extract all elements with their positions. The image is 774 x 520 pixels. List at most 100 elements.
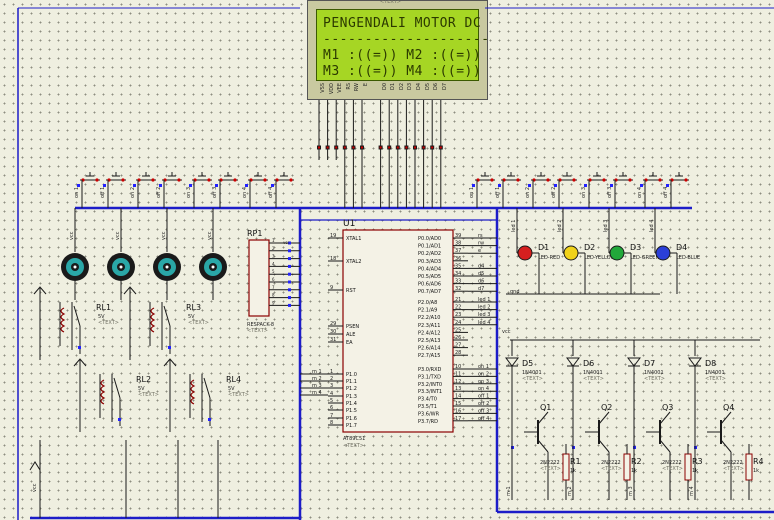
pin-marker [360,145,364,150]
push-button[interactable] [584,172,607,208]
mcu-pin-name: P3.4/T0 [418,397,437,403]
push-button[interactable] [189,172,212,208]
mcu-pin-num: 1 [330,369,333,375]
mcu-pin-name: P0.5/AD5 [418,274,441,280]
left-vcc-label: vcc [32,483,38,492]
led-part: LED-YELLOW [584,255,616,261]
mcu-pin-num: 32 [455,286,461,292]
diode-text-tag: <TEXT> [522,376,543,382]
led-net-label: led 4 [649,220,655,232]
led-net-label: led 2 [557,220,563,232]
mcu-pin-name: P1.0 [346,372,357,378]
pin-marker [334,145,339,150]
resistor-ref: R4 [753,457,764,466]
lcd-screen: PENGENDALI MOTOR DC --------------------… [316,9,489,81]
push-button[interactable] [133,172,156,208]
pin-marker [317,145,321,150]
push-button[interactable] [472,172,495,208]
mcu-pin-num: 28 [455,350,461,356]
mcu-left-net: m 1 [312,369,322,375]
pin-marker [325,145,330,150]
push-button[interactable] [498,172,521,208]
button-net-label: off 4 [268,187,274,198]
button-net-label: off 4 [663,187,669,198]
pin-marker [342,145,347,150]
push-button[interactable] [271,172,294,208]
mcu-pin-num: 8 [330,420,333,426]
button-net-label: on 2 [130,187,136,198]
pin-marker [404,145,409,150]
button-net-label: on 3 [581,187,587,198]
mcu-right-net: on 4 [478,386,489,392]
mcu-right-net: d4 [478,263,484,269]
led-ref: D3 [630,243,641,252]
mcu-pin-num: 16 [455,408,461,414]
push-button[interactable] [528,172,551,208]
driver-net-label: m 4 [689,486,695,496]
resistor-ref: R2 [631,457,642,466]
pin-marker [387,145,392,150]
diode-text-tag: <TEXT> [644,376,665,382]
mcu-pin-num: 2 [330,376,333,382]
lcd-module[interactable]: PENGENDALI MOTOR DC --------------------… [307,0,489,100]
mcu-right-net: d5 [478,271,484,277]
push-button[interactable] [159,172,182,208]
push-button[interactable] [640,172,663,208]
mcu-pin-name: P3.2/INT0 [418,382,442,388]
push-button[interactable] [77,172,100,208]
transistor-text-tag: <TEXT> [723,466,744,472]
mcu-right-net: off 3 [478,408,489,414]
mcu-pin-num: 29 [330,321,336,327]
mcu-pin-num: 34 [455,271,461,277]
driver-net-label: m 2 [567,486,573,496]
rpack-pin-num: 6 [272,277,275,282]
mcu-pin-num: 27 [455,343,461,349]
rpack-vcc: vcc [283,240,290,245]
motor-vcc: vcc [161,231,167,240]
mcu-pin-num: 26 [455,335,461,341]
rpack-pin-num: 1 [272,238,275,243]
pin-marker [438,145,443,150]
mcu-pin-num: 15 [455,401,461,407]
push-button[interactable] [554,172,577,208]
push-button[interactable] [215,172,238,208]
transistor-part: 2N2222 [723,460,743,466]
mcu-pin-num: 31 [330,337,336,343]
push-button[interactable] [103,172,126,208]
pin-marker [395,145,400,150]
rpack-ref: RP1 [247,229,262,238]
mcu-right-net: d6 [478,279,484,285]
driver-net-label: m 1 [506,486,512,496]
transistor-part: 2N2222 [662,460,682,466]
mcu-pin-name: P3.3/INT1 [418,389,442,395]
button-net-label: off 2 [551,187,557,198]
lcd-line-3: M1 :((=)) M2 :((=)) [323,48,482,63]
mcu-pin-num: 22 [455,305,461,311]
push-button[interactable] [666,172,689,208]
motor-vcc: vcc [207,231,213,240]
mcu-pin-name: P1.7 [346,423,357,429]
push-button[interactable] [610,172,633,208]
diode-part: 1N4001 [583,370,603,376]
mcu-pin-name: EA [346,340,353,346]
button-net-label: on 3 [186,187,192,198]
mcu-pin-name: XTAL1 [346,236,361,242]
button-net-label: on 1 [469,187,475,198]
mcu-part: AT89C51 [343,436,365,442]
mcu-pin-name: P0.0/AD0 [418,236,441,242]
mcu-pin-num: 37 [455,248,461,254]
mcu-pin-num: 39 [455,233,461,239]
sheet-frame [17,7,774,520]
lcd-line-4: M3 :((=)) M4 :((=)) [323,64,482,79]
rpack-part: RESPACK-8 [247,322,274,328]
push-button[interactable] [245,172,268,208]
mcu-pin-name: P1.3 [346,394,357,400]
mcu-right-net: on 1 [478,364,489,370]
diode-ref: D8 [705,359,716,368]
mcu-pin-name: P0.3/AD3 [418,259,441,265]
